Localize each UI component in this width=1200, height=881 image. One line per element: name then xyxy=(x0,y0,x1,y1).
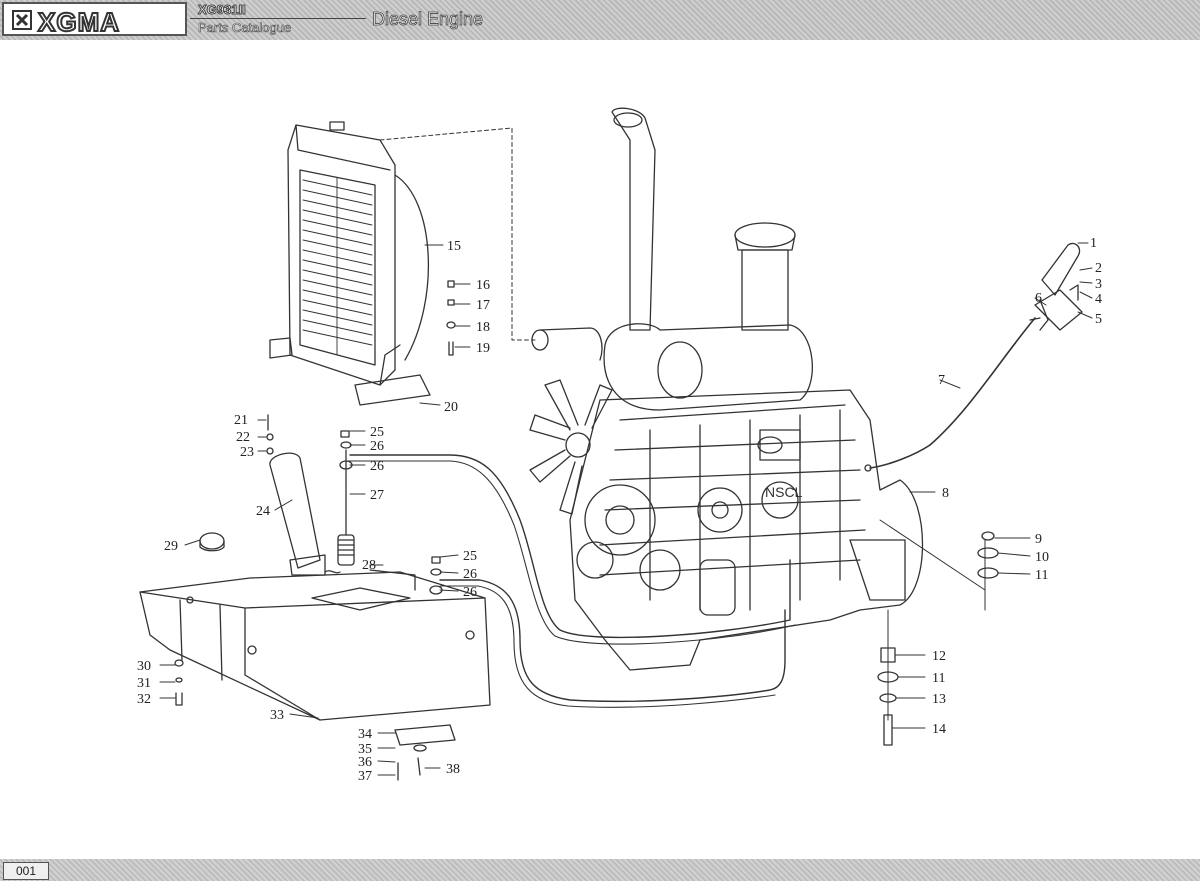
callout-6: 6 xyxy=(1035,291,1042,306)
callout-7: 7 xyxy=(938,373,945,388)
header-divider xyxy=(190,18,366,19)
callout-11-upper: 11 xyxy=(1035,568,1048,583)
callout-35: 35 xyxy=(358,742,372,757)
callout-33: 33 xyxy=(270,708,284,723)
callout-26-upper-a: 26 xyxy=(370,439,384,454)
callout-18: 18 xyxy=(476,320,490,335)
logo-box: XGMA xyxy=(2,2,187,38)
callout-26-lower-a: 26 xyxy=(463,567,477,582)
callout-23: 23 xyxy=(240,445,254,460)
callout-4: 4 xyxy=(1095,292,1102,307)
callout-20: 20 xyxy=(444,400,458,415)
engine-mount-drawing xyxy=(877,519,999,746)
callout-38: 38 xyxy=(446,762,460,777)
catalogue-label: Parts Catalogue xyxy=(198,20,292,36)
callout-19: 19 xyxy=(476,341,490,356)
callout-31: 31 xyxy=(137,676,151,691)
callout-36: 36 xyxy=(358,755,372,770)
callout-32: 32 xyxy=(137,692,151,707)
fuel-strainer-drawing xyxy=(337,449,355,566)
accelerator-pedal-drawing xyxy=(1029,242,1083,331)
callout-22: 22 xyxy=(236,430,250,445)
callout-1: 1 xyxy=(1090,236,1097,251)
callout-16: 16 xyxy=(476,278,490,293)
title-bar xyxy=(0,0,1200,40)
callout-25-upper: 25 xyxy=(370,425,384,440)
callout-29: 29 xyxy=(164,539,178,554)
callout-25-lower: 25 xyxy=(463,549,477,564)
callout-26-upper-b: 26 xyxy=(370,459,384,474)
engine-block-drawing: NSCL xyxy=(569,389,924,671)
brand-name: XGMA xyxy=(37,6,120,38)
callout-34: 34 xyxy=(358,727,372,742)
callout-24: 24 xyxy=(256,504,270,519)
air-filter-drawing xyxy=(531,222,813,411)
model-name: XG931II xyxy=(198,2,247,18)
callout-27: 27 xyxy=(370,488,384,503)
exhaust-pipe-drawing xyxy=(611,107,656,331)
filler-pipe-drawing xyxy=(199,452,326,576)
callout-9: 9 xyxy=(1035,532,1042,547)
section-title: Diesel Engine xyxy=(372,9,484,30)
callout-15: 15 xyxy=(447,239,461,254)
callout-2: 2 xyxy=(1095,261,1102,276)
callout-5: 5 xyxy=(1095,312,1102,327)
cooling-fan-drawing xyxy=(529,379,613,515)
svg-text:NSCL: NSCL xyxy=(765,484,803,500)
hardware-bolts-drawing xyxy=(174,280,456,781)
callout-13: 13 xyxy=(932,692,946,707)
callout-10: 10 xyxy=(1035,550,1049,565)
callout-11-lower: 11 xyxy=(932,671,945,686)
callout-14: 14 xyxy=(932,722,946,737)
fuel-tank-drawing xyxy=(139,569,491,746)
callout-30: 30 xyxy=(137,659,151,674)
callout-28: 28 xyxy=(362,558,376,573)
callout-3: 3 xyxy=(1095,277,1102,292)
callout-21: 21 xyxy=(234,413,248,428)
callout-17: 17 xyxy=(476,298,490,313)
footer-bar xyxy=(0,859,1200,881)
callout-26-lower-b: 26 xyxy=(463,585,477,600)
callout-leader-lines xyxy=(159,242,1093,776)
xgma-logo-icon xyxy=(12,10,32,30)
callout-37: 37 xyxy=(358,769,372,784)
page-number: 001 xyxy=(3,862,49,880)
callout-12: 12 xyxy=(932,649,946,664)
callout-8: 8 xyxy=(942,486,949,501)
radiator-drawing xyxy=(269,121,431,406)
